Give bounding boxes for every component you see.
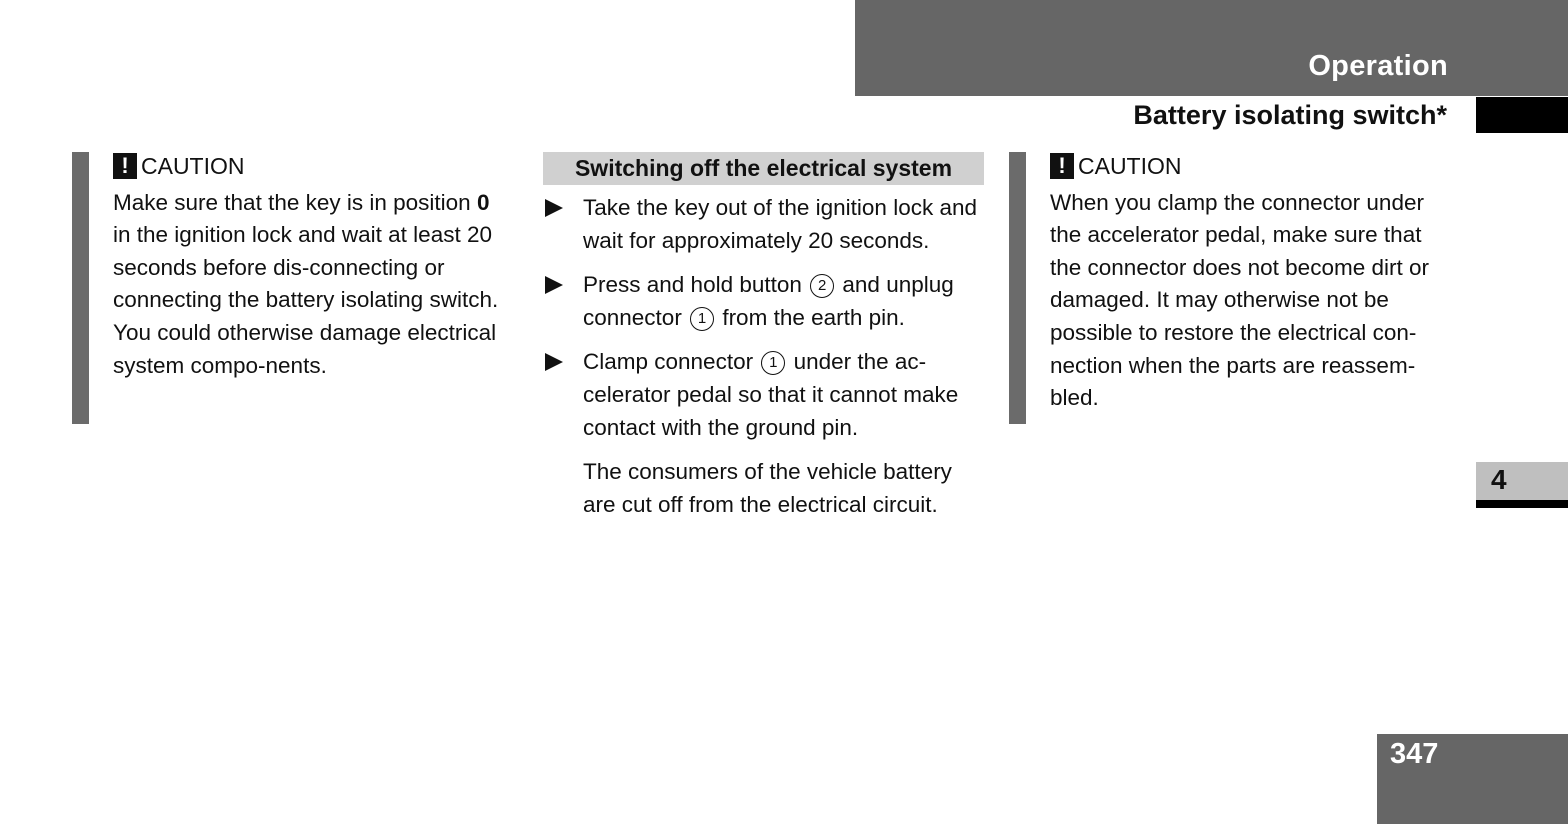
procedure-step: Take the key out of the ignition lock an… (543, 192, 988, 257)
caution-text-right: When you clamp the connector under the a… (1050, 189, 1429, 411)
caution-left: ! CAUTION Make sure that the key is in p… (113, 150, 513, 382)
step-text: Press and hold button (583, 272, 809, 298)
exclamation-icon: ! (1050, 153, 1074, 180)
exclamation-icon: ! (113, 153, 137, 180)
key-position-value: 0 (476, 189, 490, 215)
section-title: Battery isolating switch* (1133, 100, 1447, 130)
page-number: 347 (1390, 738, 1439, 770)
section-marker (1476, 97, 1568, 133)
caution-heading-left: ! CAUTION (113, 150, 513, 183)
chapter-title: Operation (1308, 50, 1448, 82)
procedure-step: Press and hold button 2 and unplug conne… (543, 269, 988, 334)
step-text: Take the key out of the ignition lock an… (583, 195, 978, 253)
caution-text-part: in the ignition lock and wait at least 2… (113, 222, 499, 378)
procedure-steps: Take the key out of the ignition lock an… (543, 192, 988, 521)
caution-text-part: Make sure that the key is in position (113, 189, 477, 215)
caution-label: CAUTION (1078, 153, 1182, 179)
caution-label: CAUTION (141, 153, 245, 179)
caution-right: ! CAUTION When you clamp the connector u… (1050, 150, 1455, 415)
step-text: and unplug connector (583, 272, 954, 330)
step-text: Clamp connector (583, 349, 760, 375)
header-bar (855, 0, 1568, 96)
chapter-number: 4 (1491, 464, 1507, 495)
caution-text-left: Make sure that the key is in position 0 … (113, 187, 513, 383)
step-arrow-icon (545, 353, 563, 372)
procedure-step: Clamp connector 1 under the ac-celerator… (543, 346, 988, 444)
step-arrow-icon (545, 276, 563, 295)
callout-number: 1 (761, 351, 786, 376)
step-text: under the ac-celerator pedal so that it … (583, 349, 959, 440)
caution-bar-left (72, 152, 89, 424)
procedure-note: The consumers of the vehicle battery are… (583, 459, 952, 517)
procedure-heading: Switching off the electrical system (543, 152, 984, 185)
caution-heading-right: ! CAUTION (1050, 150, 1455, 183)
step-arrow-icon (545, 199, 563, 217)
step-text: from the earth pin. (716, 304, 905, 330)
callout-number: 2 (810, 274, 835, 299)
caution-bar-right (1009, 152, 1026, 424)
chapter-tab-underline (1476, 500, 1568, 508)
callout-number: 1 (690, 306, 715, 331)
chapter-tab (1476, 462, 1568, 500)
page-number-box (1377, 734, 1568, 824)
